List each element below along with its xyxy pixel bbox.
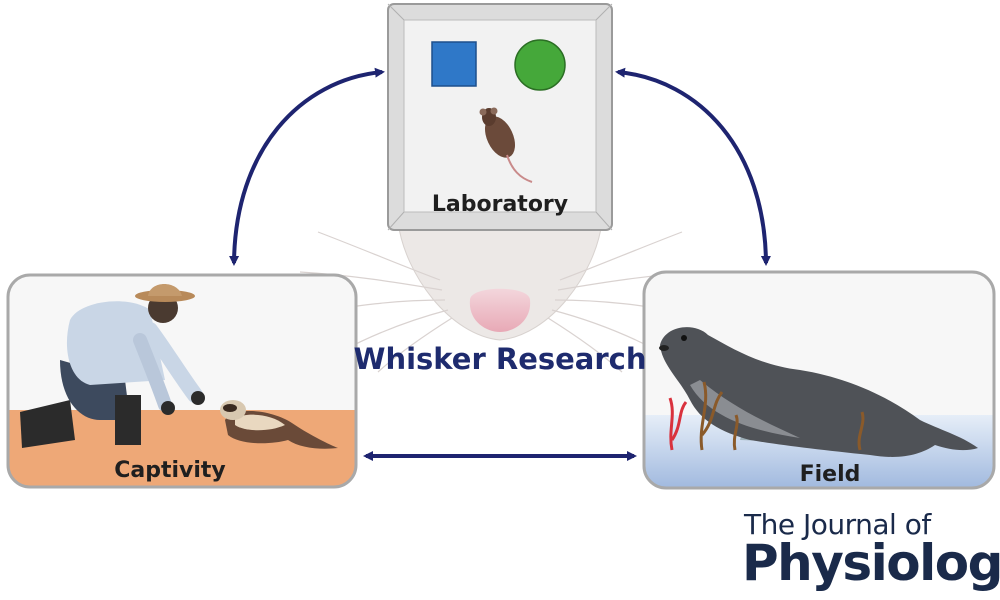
journal-logo-line1: The Journal of xyxy=(744,508,931,541)
arrow-lab-captivity xyxy=(229,67,385,266)
blue-square-object xyxy=(431,41,477,87)
field-label: Field xyxy=(799,462,861,487)
journal-logo-line2: Physiology xyxy=(742,534,1000,592)
field-panel xyxy=(642,270,996,490)
captivity-panel xyxy=(6,273,358,489)
ferret-illustration xyxy=(220,400,338,449)
laboratory-panel xyxy=(387,3,613,231)
captivity-label: Captivity xyxy=(114,458,226,483)
mouse-illustration xyxy=(479,107,533,183)
seal-illustration xyxy=(659,327,978,457)
laboratory-label: Laboratory xyxy=(431,192,569,217)
researcher-illustration xyxy=(20,284,205,448)
diagram-title: Whisker Research xyxy=(353,342,647,376)
green-circle-object xyxy=(514,39,566,91)
seaweed-illustration xyxy=(668,381,865,451)
arrow-lab-field xyxy=(615,67,771,266)
relationship-arrows xyxy=(229,67,771,461)
